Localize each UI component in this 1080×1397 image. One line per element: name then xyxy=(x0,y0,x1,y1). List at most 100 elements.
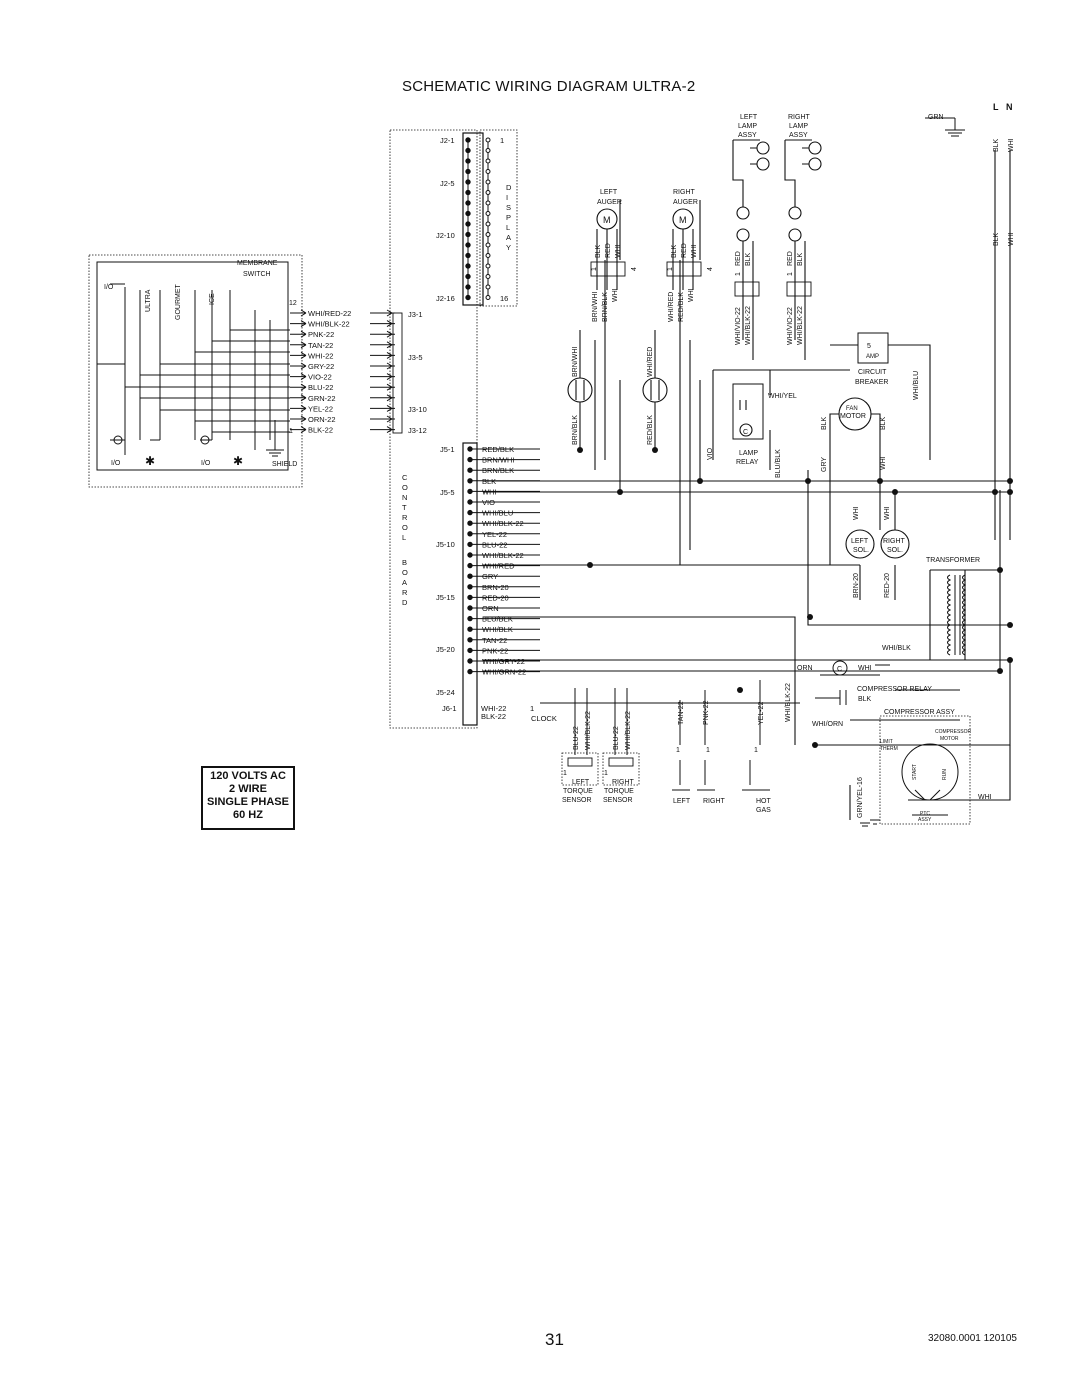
right-auger-pin-1: 1 xyxy=(667,267,674,271)
display-pin xyxy=(465,168,471,175)
membrane-pin-1: 1 xyxy=(289,428,293,435)
relay-labels: C LAMP RELAY WHI/YEL VIO BLU/BLK 5 AMP C… xyxy=(707,343,920,478)
j3-wire-label: BLK-22 xyxy=(308,426,333,435)
j2-1-label: J2-1 xyxy=(440,136,455,145)
bus-lines xyxy=(483,150,1012,825)
j3-labels: WHI/RED-22WHI/BLK-22PNK-22TAN-22WHI-22GR… xyxy=(308,309,427,435)
j3-wire-line xyxy=(290,309,395,317)
right-sensor-label-1: RIGHT xyxy=(612,779,635,786)
power-lower-blk: BLK xyxy=(993,232,1000,246)
j5-wire-label: GRY xyxy=(482,572,498,581)
j6-wire-1: BLK-22 xyxy=(481,712,506,721)
page-title: SCHEMATIC WIRING DIAGRAM ULTRA-2 xyxy=(402,78,696,95)
right-lamp-label-1: RIGHT xyxy=(788,114,811,121)
transformer-wire: WHI/BLK xyxy=(882,645,911,652)
right-auger-symbol: M xyxy=(679,215,687,225)
left-auger-wire-whi: WHI xyxy=(615,244,622,258)
j5-wire-label: BLU/BLK xyxy=(482,615,513,624)
j3-wire-line xyxy=(290,426,395,434)
control-letter: N xyxy=(402,493,407,502)
j5-wire-label: WHI/GRN-22 xyxy=(482,668,526,677)
junction-dots xyxy=(577,447,1013,748)
left-lamp-lower-1: WHI/BLK-22 xyxy=(745,306,752,345)
membrane-title-1: MEMBRANE xyxy=(237,260,278,267)
j3-wire-line xyxy=(290,362,395,370)
j5-1-label: J5-1 xyxy=(440,445,455,454)
start-label: START xyxy=(912,764,918,780)
control-letter: C xyxy=(402,473,408,482)
left-lamp-wire-blk: BLK xyxy=(745,252,752,266)
left-lamp-label-2: LAMP xyxy=(738,123,757,130)
j3-wire-line xyxy=(290,373,395,381)
j5-wire-label: WHI/BLK-22 xyxy=(482,551,524,560)
j6-wire-0: WHI-22 xyxy=(481,704,506,713)
left-sensor-label-1: LEFT xyxy=(572,779,590,786)
right-sol-upper: WHI xyxy=(884,506,891,520)
membrane-switch-internals xyxy=(97,283,290,457)
j3-wire-line xyxy=(290,351,395,359)
display-pin xyxy=(465,231,471,238)
document-code: 32080.0001 120105 xyxy=(928,1333,1017,1344)
j3-wire-label: TAN-22 xyxy=(308,341,333,350)
spec-line-3: SINGLE PHASE xyxy=(207,796,289,808)
j5-15-label: J5-15 xyxy=(436,593,455,602)
j3-12-label: J3-12 xyxy=(408,426,427,435)
comp-wire-whi: WHI xyxy=(858,665,872,672)
left-auger-pin-4: 4 xyxy=(631,267,638,271)
j5-20-label: J5-20 xyxy=(436,645,455,654)
display-pin xyxy=(465,200,471,206)
run-label: RUN xyxy=(942,769,948,780)
compressor-ground: GRN/YEL-16 xyxy=(857,777,864,818)
j3-wire-label: PNK-22 xyxy=(308,330,334,339)
j5-wire-label: TAN-22 xyxy=(482,636,507,645)
compressor-labels: C ORN WHI BLK WHI/ORN WHI/BLK-22 COMPRES… xyxy=(785,665,992,823)
j5-wire-label: WHI/RED xyxy=(482,562,515,571)
j5-wire-label: BRN-20 xyxy=(482,583,509,592)
right-sol-lower: RED-20 xyxy=(884,573,891,598)
j5-wire-label: BRN/WHI xyxy=(482,456,515,465)
compressor-motor-2: MOTOR xyxy=(940,736,959,742)
gas-wire-yel: YEL-22 xyxy=(758,702,765,725)
right-cap-upper: WHI/RED xyxy=(647,347,654,377)
gas-label-gas: GAS xyxy=(756,807,771,814)
control-letter: T xyxy=(402,503,407,512)
right-sensor-wire-0: BLU-22 xyxy=(613,726,620,750)
control-letter: L xyxy=(402,533,406,542)
bottom-io-2: I/O xyxy=(201,460,211,467)
comp-wire-orn: ORN xyxy=(797,665,813,672)
j3-wire-label: GRN-22 xyxy=(308,394,336,403)
right-auger-pin-4: 4 xyxy=(707,267,714,271)
left-sol-label-1: LEFT xyxy=(851,538,869,545)
right-lamp-label-3: ASSY xyxy=(789,132,808,139)
right-lamp-lower-0: WHI/VIO-22 xyxy=(787,307,794,345)
j3-wire-label: WHI/RED-22 xyxy=(308,309,351,318)
right-auger-lower-2: WHI xyxy=(688,288,695,302)
left-auger-label-2: AUGER xyxy=(597,199,622,206)
j3-wire-line xyxy=(290,330,395,338)
button-ultra: ULTRA xyxy=(145,289,152,312)
power-upper-whi: WHI xyxy=(1008,138,1015,152)
breaker-value: 5 xyxy=(867,343,871,350)
clock-label: CLOCK xyxy=(531,714,557,723)
left-lamp-pin: 1 xyxy=(735,272,742,276)
gas-pin-hot: 1 xyxy=(754,747,758,754)
display-pin xyxy=(465,273,471,280)
right-auger-lower-0: WHI/RED xyxy=(668,292,675,322)
display-pin xyxy=(465,189,471,196)
j3-wire-line xyxy=(290,320,395,328)
power-upper-blk: BLK xyxy=(993,138,1000,152)
j5-wire-label: YEL-22 xyxy=(482,530,507,539)
n-label: N xyxy=(1006,102,1013,112)
right-sensor-pin: 1 xyxy=(604,770,608,777)
j5-wire-label: WHI/BLK-22 xyxy=(482,519,524,528)
bottom-io-1: I/O xyxy=(111,460,121,467)
compressor xyxy=(815,660,971,825)
j5-wire-label: BRN/BLK xyxy=(482,466,514,475)
j2-5-label: J2-5 xyxy=(440,179,455,188)
transformer xyxy=(947,574,967,656)
lamp-relay-coil: C xyxy=(743,429,748,436)
lamps xyxy=(732,139,822,360)
right-auger-label-1: RIGHT xyxy=(673,189,696,196)
fan-wire-2: GRY xyxy=(821,457,828,472)
j3-wire-line xyxy=(290,404,395,412)
